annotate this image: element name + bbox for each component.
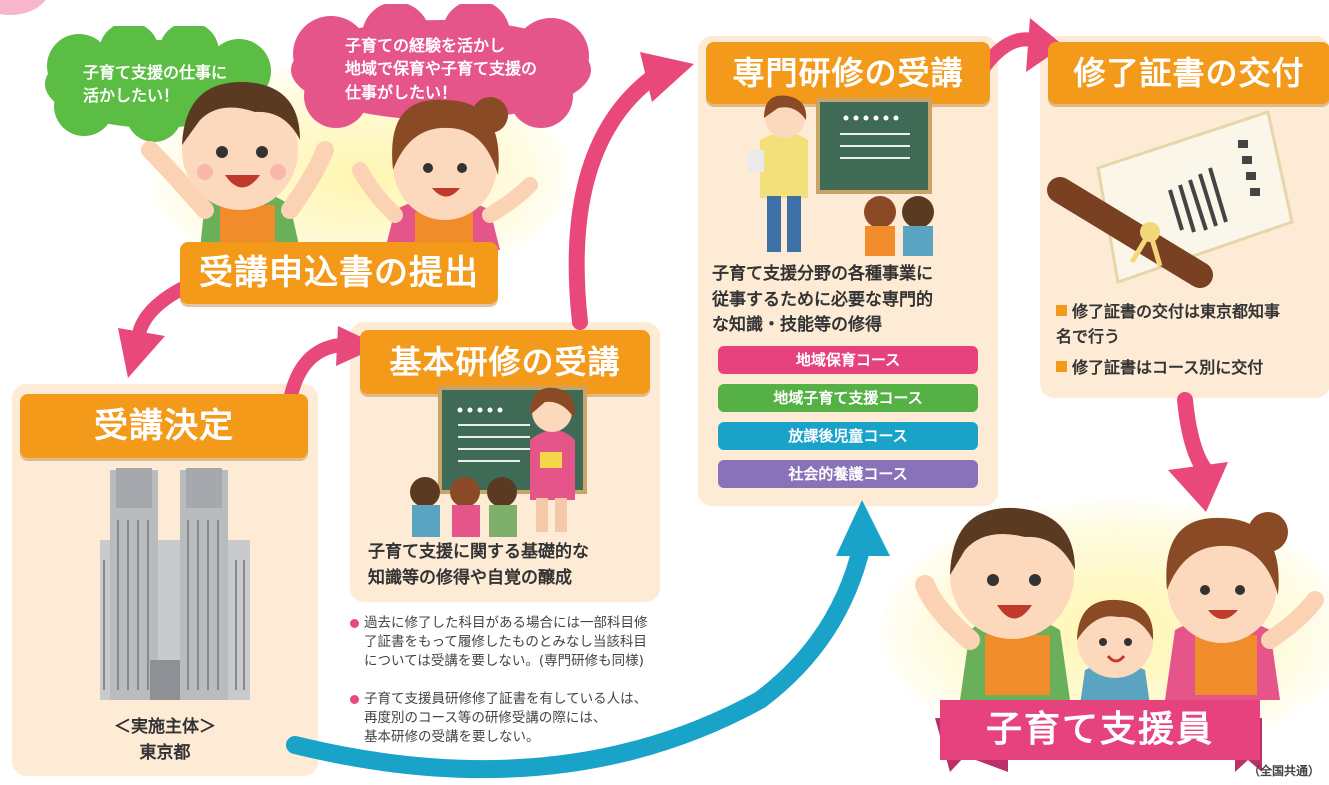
arrow-decision-to-basic [283,338,347,407]
note-partial-credit: 過去に修了した科目がある場合には一部科目修 了証書をもって履修したものとみなし当… [350,614,704,671]
course-regional-parenting-support: 地域子育て支援コース [718,384,978,412]
specialized-step-title: 専門研修の受講 [706,42,990,104]
note-bullet-icon [350,619,359,628]
implementer-label: ＜実施主体＞ [114,717,216,737]
specialized-description: 子育て支援分野の各種事業に 従事するために必要な専門的 な知識・技能等の修得 [712,264,933,335]
note-existing-certificate-text: 子育て支援員研修修了証書を有している人は、 再度別のコース等の研修受講の際には、… [364,691,648,746]
note-bullet-icon [350,695,359,704]
basic-description: 子育て支援に関する基礎的な 知識等の修得や自覚の醸成 [368,542,589,588]
certificate-note-per-course: 修了証書はコース別に交付 [1056,356,1329,381]
arrow-decision-to-specialized [286,536,871,779]
result-child [1077,599,1154,705]
result-woman [1165,512,1324,700]
certificate-step-title: 修了証書の交付 [1048,42,1329,104]
certificate-note-governor: 修了証書の交付は東京都知事 名で行う [1056,300,1329,350]
implementer-name: 東京都 [139,743,191,763]
result-title: 子育て支援員 [985,709,1214,750]
certificate-note-per-course-text: 修了証書はコース別に交付 [1072,358,1264,377]
arrow-basic-to-specialized [568,64,668,330]
result-boy [915,507,1075,700]
students-figures [410,477,517,537]
teacher-figure [530,387,575,532]
lecturer-figure [748,95,808,252]
footnote-nationwide: （全国共通） [1247,764,1320,778]
green-bubble-text: 子育て支援の仕事に 活かしたい！ [82,62,227,105]
decision-step-title: 受講決定 [20,394,308,458]
certificate-note-governor-text: 修了証書の交付は東京都知事 名で行う [1056,302,1281,346]
boy-figure [141,81,334,250]
audience-figures [864,196,934,256]
square-bullet-icon [1056,361,1067,372]
application-step-title: 受講申込書の提出 [180,242,498,304]
course-after-school-children: 放課後児童コース [718,422,978,450]
pink-bubble-text: 子育ての経験を活かし 地域で保育や子育て支援の 仕事がしたい！ [344,36,537,102]
note-partial-credit-text: 過去に修了した科目がある場合には一部科目修 了証書をもって履修したものとみなし当… [364,615,648,670]
note-existing-certificate: 子育て支援員研修修了証書を有している人は、 再度別のコース等の研修受講の際には、… [350,690,704,747]
course-social-foster-care: 社会的養護コース [718,460,978,488]
woman-figure [352,97,538,252]
basic-step-title: 基本研修の受講 [360,330,650,394]
square-bullet-icon [1056,305,1067,316]
course-regional-childcare: 地域保育コース [718,346,978,374]
